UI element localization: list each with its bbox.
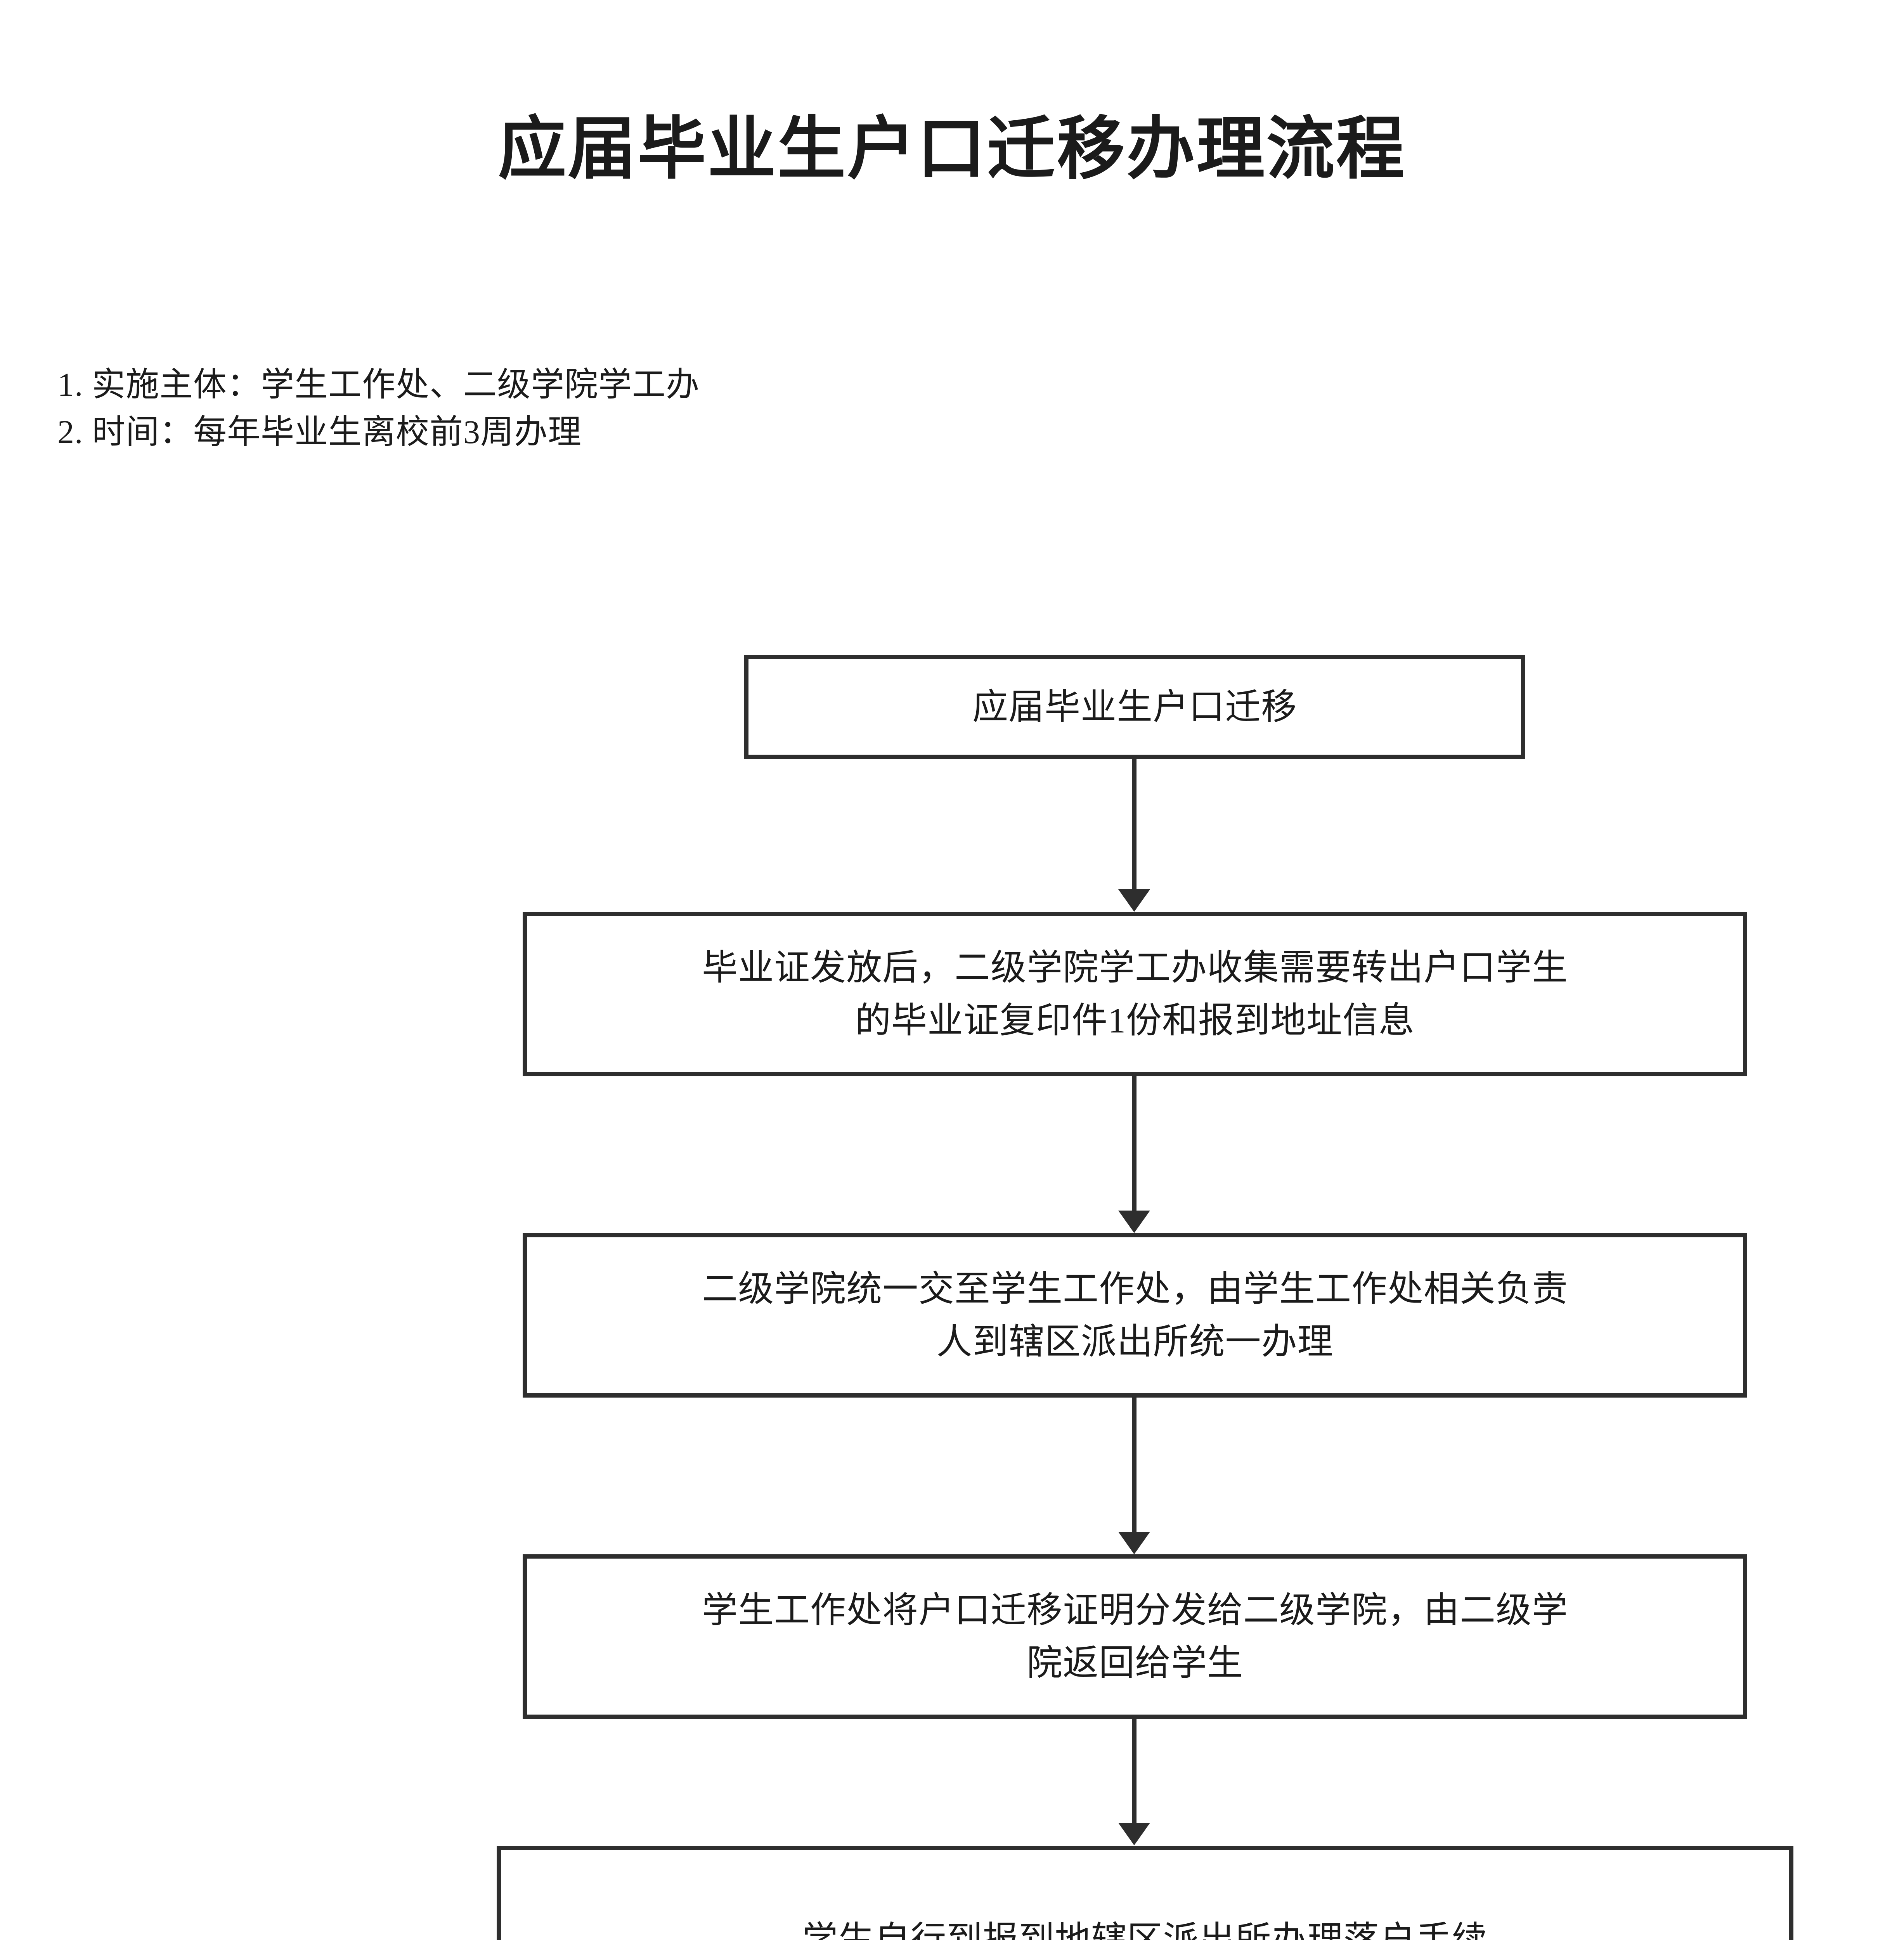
- flow-node-step1-label: 毕业证发放后，二级学院学工办收集需要转出户口学生 的毕业证复印件1份和报到地址信…: [692, 941, 1578, 1047]
- flow-arrow-step2-to-step3: [1118, 1398, 1150, 1554]
- note-line-implementing-body: 1. 实施主体：学生工作处、二级学院学工办: [57, 366, 700, 403]
- flow-node-end[interactable]: 学生自行到报到地辖区派出所办理落户手续: [497, 1846, 1793, 1940]
- flow-node-step3-line-1: 学生工作处将户口迁移证明分发给二级学院，由二级学: [702, 1590, 1568, 1630]
- flow-node-end-label: 学生自行到报到地辖区派出所办理落户手续: [792, 1913, 1498, 1940]
- flow-node-step1-line-1: 毕业证发放后，二级学院学工办收集需要转出户口学生: [702, 947, 1568, 987]
- flow-node-step1-line-2: 的毕业证复印件1份和报到地址信息: [855, 1001, 1415, 1040]
- flow-node-start-label: 应届毕业生户口迁移: [962, 681, 1307, 733]
- flow-arrow-step3-to-end: [1118, 1719, 1150, 1845]
- flow-node-step2-label: 二级学院统一交至学生工作处，由学生工作处相关负责 人到辖区派出所统一办理: [692, 1263, 1578, 1368]
- flow-node-end-line-1: 学生自行到报到地辖区派出所办理落户手续: [802, 1919, 1488, 1940]
- flow-node-step3[interactable]: 学生工作处将户口迁移证明分发给二级学院，由二级学 院返回给学生: [523, 1554, 1747, 1719]
- flow-node-step2[interactable]: 二级学院统一交至学生工作处，由学生工作处相关负责 人到辖区派出所统一办理: [523, 1233, 1747, 1398]
- page-title: 应届毕业生户口迁移办理流程: [498, 109, 1406, 189]
- flow-arrow-start-to-step1: [1118, 759, 1150, 912]
- flow-node-step1[interactable]: 毕业证发放后，二级学院学工办收集需要转出户口学生 的毕业证复印件1份和报到地址信…: [523, 912, 1747, 1076]
- flow-node-step3-label: 学生工作处将户口迁移证明分发给二级学院，由二级学 院返回给学生: [692, 1584, 1578, 1689]
- flow-node-step2-line-1: 二级学院统一交至学生工作处，由学生工作处相关负责: [702, 1269, 1568, 1309]
- flow-node-step3-line-2: 院返回给学生: [1026, 1643, 1243, 1683]
- flow-arrow-step1-to-step2: [1118, 1076, 1150, 1233]
- note-line-timing: 2. 时间：每年毕业生离校前3周办理: [57, 413, 582, 451]
- flow-node-start-line-1: 应届毕业生户口迁移: [972, 687, 1297, 727]
- notes-block: 1. 实施主体：学生工作处、二级学院学工办 2. 时间：每年毕业生离校前3周办理: [57, 361, 1454, 456]
- flow-node-start[interactable]: 应届毕业生户口迁移: [744, 655, 1525, 759]
- flow-node-step2-line-2: 人到辖区派出所统一办理: [936, 1322, 1334, 1361]
